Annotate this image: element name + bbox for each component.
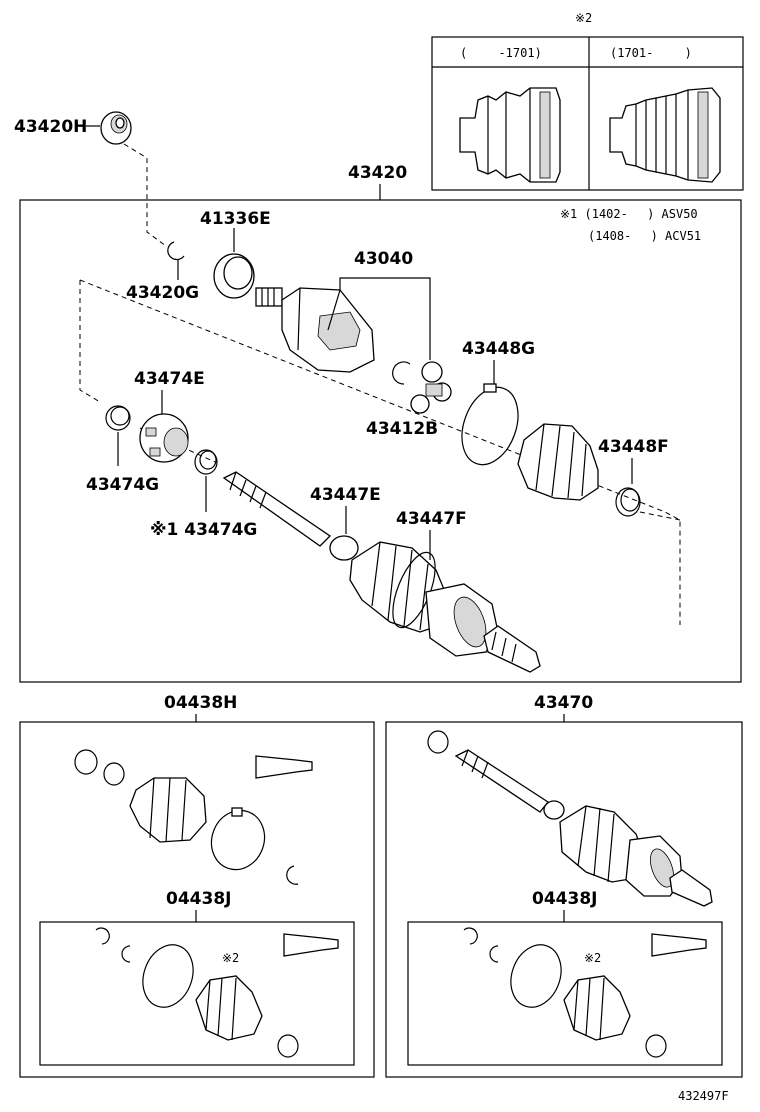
snap-ring-43420G — [167, 241, 185, 261]
label-43040: 43040 — [354, 249, 413, 269]
outboard-cv-joint — [425, 583, 541, 673]
mark-2-left: ※2 — [222, 951, 239, 965]
label-43447E: 43447E — [310, 485, 381, 505]
kit-jl-boot — [195, 975, 263, 1041]
kit-jr-band — [510, 944, 562, 1008]
kit-04438J-left-frame — [39, 921, 355, 1066]
label-43448G: 43448G — [462, 339, 535, 359]
label-43420: 43420 — [348, 163, 407, 183]
label-43474G: 43474G — [86, 475, 159, 495]
outboard-boot — [349, 541, 451, 633]
kit-jl-snap-ring — [95, 927, 110, 945]
figure-id: 432497F — [678, 1089, 729, 1103]
variant-right-label: (1701- ) — [610, 46, 692, 60]
boot-clamp-43448G — [461, 383, 519, 466]
variant-mark: ※2 — [575, 11, 592, 25]
snap-ring-43412B — [392, 361, 411, 385]
tripod-43474E — [139, 413, 189, 463]
boot-clamp-43448F — [615, 487, 641, 517]
mark-2-right: ※2 — [584, 951, 601, 965]
kit-04438H-frame — [19, 721, 375, 1078]
label-43470: 43470 — [534, 693, 593, 713]
boot-clamp-43474G-right — [194, 449, 218, 475]
label-43420H: 43420H — [14, 117, 87, 137]
kit-h-clamp-2 — [103, 762, 125, 786]
label-04438J-right: 04438J — [532, 889, 597, 909]
kit-jl-band — [142, 944, 194, 1008]
kit-jl-grease-tube-icon — [283, 933, 339, 957]
kit-h-boot — [129, 777, 207, 843]
kit-h-snap-ring — [286, 865, 299, 885]
kit-h-band — [210, 807, 266, 871]
hub-bearing-43420H — [100, 111, 132, 145]
label-04438H: 04438H — [164, 693, 237, 713]
kit-jl-clamp — [277, 1034, 299, 1058]
assy-43470-shaft — [454, 749, 565, 820]
assembly-43420-frame — [19, 199, 742, 683]
label-04438J-left: 04438J — [166, 889, 231, 909]
label-43474G-note: ※1 43474G — [150, 520, 257, 540]
inboard-group-outline — [79, 280, 101, 403]
kit-jr-grease-tube-icon — [651, 933, 707, 957]
kit-jr-snap-ring — [463, 927, 478, 945]
label-43447F: 43447F — [396, 509, 467, 529]
kit-jr-clamp — [645, 1034, 667, 1058]
tripod-joint-43412B — [410, 361, 452, 414]
kit-jr-boot — [563, 975, 631, 1041]
dust-seal-41336E — [213, 253, 255, 299]
label-43474E: 43474E — [134, 369, 205, 389]
label-43412B: 43412B — [366, 419, 438, 439]
variant-left-label: ( -1701) — [460, 46, 542, 60]
kit-04438J-right-frame — [407, 921, 723, 1066]
tripod-housing-43040 — [255, 287, 375, 373]
kit-h-clamp-1 — [74, 749, 98, 775]
assy-43470-cv-joint — [625, 835, 713, 907]
boot-new-icon — [609, 87, 721, 183]
note-1-line2: (1408- ) ACV51 — [588, 229, 701, 243]
label-43420G: 43420G — [126, 283, 199, 303]
kit-jl-clip — [121, 945, 131, 963]
label-43448F: 43448F — [598, 437, 669, 457]
boot-variant-box: ※2 ( -1701) (1701- ) — [431, 11, 744, 191]
inboard-boot — [517, 423, 599, 501]
boot-clamp-43474G-left — [105, 405, 131, 431]
assembly-43470-frame — [385, 721, 743, 1078]
drive-shaft — [222, 471, 359, 561]
assy-43470-clamp — [427, 730, 449, 754]
kit-h-grease-tube-icon — [255, 755, 313, 779]
note-1-line1: ※1 (1402- ) ASV50 — [560, 207, 698, 221]
variant-frame — [431, 36, 744, 191]
label-41336E: 41336E — [200, 209, 271, 229]
boot-old-icon — [459, 87, 561, 183]
kit-jr-clip — [489, 945, 499, 963]
